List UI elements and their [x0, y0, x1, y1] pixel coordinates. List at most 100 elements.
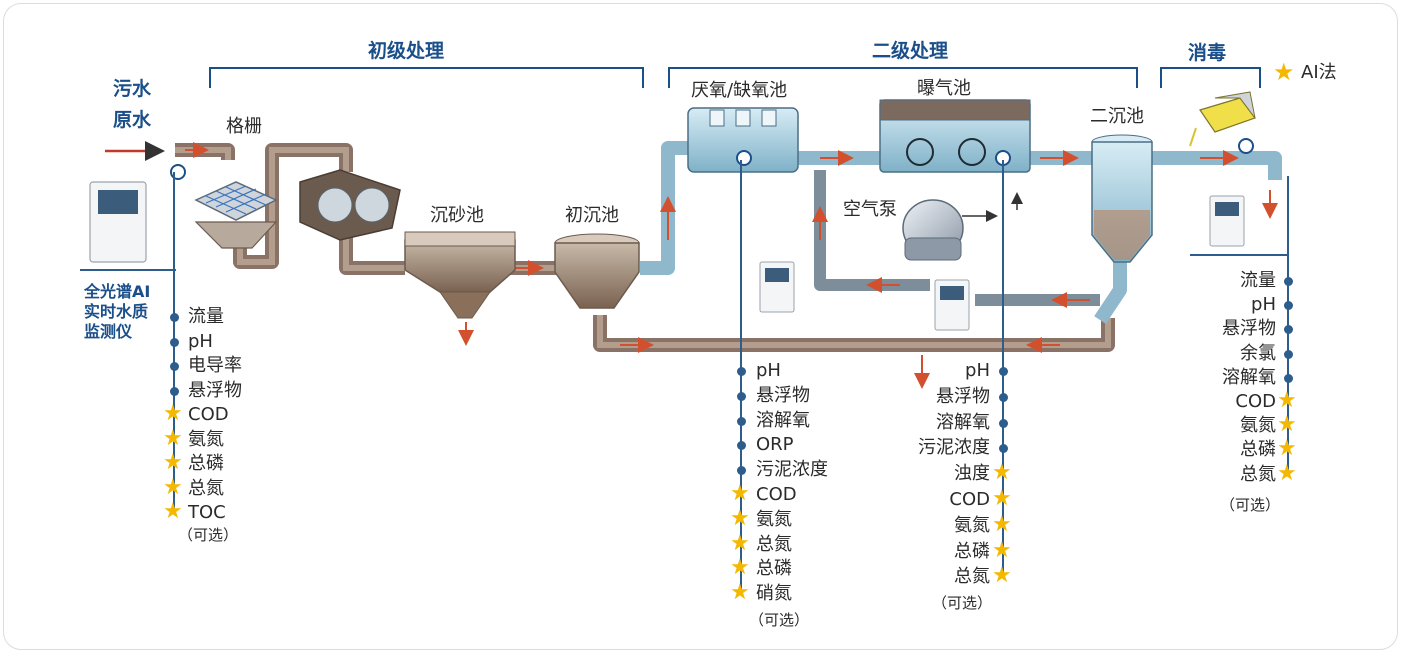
param-item: 总磷	[954, 540, 990, 562]
ai-star-icon: ★	[730, 505, 750, 531]
param-dot	[1283, 325, 1293, 335]
section-bracket-primary	[209, 67, 644, 88]
param-item: 总氮	[756, 533, 792, 555]
param-dot	[1283, 301, 1293, 311]
ai-star-icon: ★	[992, 486, 1012, 511]
monitor-label-line1: 全光谱AI	[84, 282, 151, 301]
aeration-tank	[879, 99, 1031, 173]
ai-star-icon: ★	[1277, 388, 1297, 413]
ai-star-icon: ★	[992, 537, 1012, 563]
ai-star-icon: ★	[992, 460, 1012, 486]
ai-star-icon: ★	[163, 499, 183, 524]
param-dot	[1283, 373, 1293, 383]
legend-star-icon: ★	[1273, 58, 1295, 86]
ai-star-icon: ★	[1277, 412, 1297, 438]
param-item: 余氯	[1240, 342, 1276, 364]
optional-label-aeration: （可选）	[932, 594, 993, 612]
param-item: 氨氮	[954, 514, 990, 536]
param-dot	[1283, 349, 1293, 359]
param-item: pH	[1251, 294, 1276, 316]
primary-clarifier-tank	[554, 233, 640, 309]
param-dot	[998, 444, 1008, 454]
param-item: 氨氮	[756, 508, 792, 530]
unit-label-primary-clarifier: 初沉池	[565, 205, 619, 226]
unit-label-secondary-clarifier: 二沉池	[1090, 106, 1144, 127]
param-dot	[736, 391, 746, 401]
ai-star-icon: ★	[163, 474, 183, 500]
dosing-bottle	[1189, 91, 1256, 147]
unit-label-screen: 格栅	[226, 116, 262, 137]
param-item: 总氮	[188, 477, 224, 499]
param-item: 悬浮物	[188, 379, 242, 401]
optional-label-outlet: （可选）	[1220, 496, 1281, 514]
param-item: 流量	[188, 306, 224, 327]
ai-star-icon: ★	[730, 481, 750, 506]
param-item: 总磷	[756, 558, 792, 580]
section-title-primary: 初级处理	[368, 40, 445, 62]
legend-label: AI法	[1301, 62, 1337, 83]
ai-star-icon: ★	[992, 563, 1012, 589]
param-dot	[1283, 277, 1293, 286]
param-item: 总氮	[1240, 463, 1276, 485]
param-dot	[736, 416, 746, 426]
param-item: 氨氮	[1240, 415, 1276, 437]
param-item: 溶解氧	[756, 409, 810, 431]
ai-star-icon: ★	[730, 530, 750, 556]
param-item: TOC	[188, 502, 226, 523]
section-title-disinfection: 消毒	[1188, 42, 1227, 64]
ai-star-icon: ★	[730, 580, 750, 606]
secondary-clarifier-tank	[1091, 134, 1153, 263]
param-item: 溶解氧	[936, 411, 990, 433]
grit-tank	[404, 231, 516, 319]
inlet-label-line1: 污水	[113, 78, 152, 100]
grit-drum	[299, 169, 401, 241]
param-dot	[169, 362, 179, 371]
param-dot	[736, 441, 746, 451]
param-item: 流量	[1240, 270, 1276, 291]
param-item: 悬浮物	[1222, 318, 1276, 340]
param-item: 悬浮物	[756, 384, 810, 406]
param-item: 污泥浓度	[756, 459, 828, 481]
optional-label-anoxic: （可选）	[749, 611, 810, 629]
ai-star-icon: ★	[163, 401, 183, 426]
param-item: 电导率	[188, 355, 242, 376]
param-item: COD	[949, 489, 990, 510]
unit-label-grit: 沉砂池	[430, 205, 484, 226]
unit-label-blower: 空气泵	[843, 199, 897, 220]
inlet-label-line2: 原水	[113, 109, 152, 131]
param-item: COD	[1235, 391, 1276, 412]
param-item: COD	[756, 484, 797, 505]
param-item: ORP	[756, 434, 794, 456]
section-bracket-secondary	[668, 67, 1138, 88]
ai-star-icon: ★	[992, 511, 1012, 537]
ai-star-icon: ★	[1277, 436, 1297, 462]
section-title-secondary: 二级处理	[872, 40, 949, 62]
flow-arrows	[185, 142, 1278, 389]
param-item: 总磷	[188, 453, 224, 474]
param-item: 悬浮物	[936, 385, 990, 407]
param-item: COD	[188, 404, 229, 425]
ai-star-icon: ★	[163, 425, 183, 451]
section-bracket-disinfection	[1160, 67, 1261, 88]
param-dot	[169, 337, 179, 347]
param-item: 总氮	[954, 566, 990, 588]
param-dot	[998, 392, 1008, 402]
param-item: 溶解氧	[1222, 366, 1276, 388]
param-item: pH	[756, 360, 781, 381]
param-dot	[169, 386, 179, 396]
param-dot	[736, 466, 746, 476]
param-item: 浊度	[954, 463, 990, 485]
screen-unit	[194, 181, 278, 249]
param-item: 氨氮	[188, 428, 224, 450]
ai-star-icon: ★	[1277, 460, 1297, 486]
anoxic-tank	[687, 107, 799, 173]
monitor-cabinets	[89, 181, 1245, 331]
param-item: 总磷	[1240, 439, 1276, 461]
param-item: pH	[965, 360, 990, 381]
air-pump	[902, 192, 1023, 261]
list-connector-line	[740, 160, 742, 596]
param-dot	[998, 418, 1008, 428]
param-dot	[736, 367, 746, 376]
param-item: 污泥浓度	[918, 437, 990, 459]
